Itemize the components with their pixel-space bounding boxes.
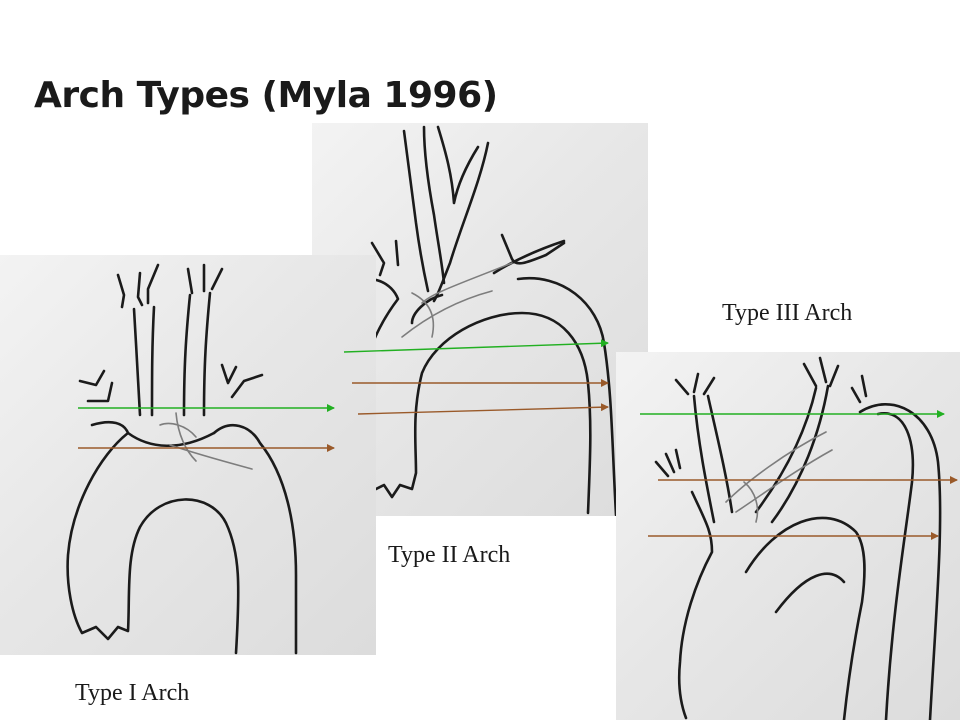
type-1-arch-sketch (0, 255, 376, 655)
type-3-arch-caption: Type III Arch (722, 300, 853, 326)
slide-title: Arch Types (Myla 1996) (34, 75, 498, 116)
type-1-arch-caption: Type I Arch (75, 680, 190, 706)
type-2-arch-caption: Type II Arch (388, 542, 511, 568)
type-3-arch-sketch (616, 352, 960, 720)
